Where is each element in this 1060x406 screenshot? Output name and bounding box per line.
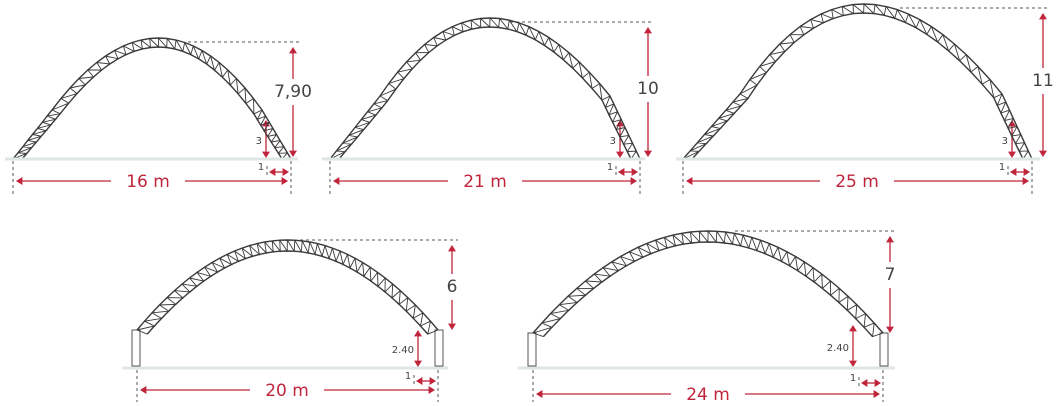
height-label: 6 xyxy=(447,277,458,297)
arch-diagram-24m: 24 m 7 2.40 1 xyxy=(518,230,896,406)
offset-label: 1 xyxy=(405,371,411,382)
arrowhead xyxy=(861,379,868,387)
span-label: 24 m xyxy=(686,385,730,402)
arrowhead xyxy=(448,323,456,330)
side-height-label: 3 xyxy=(1002,136,1008,147)
right-pillar xyxy=(879,332,889,367)
left-pillar xyxy=(131,329,141,367)
arrowhead xyxy=(886,236,894,243)
arrowhead xyxy=(1039,13,1047,20)
arrowhead xyxy=(448,245,456,252)
span-label: 25 m xyxy=(835,172,879,192)
arrowhead xyxy=(1039,150,1047,157)
arrowhead xyxy=(631,168,638,176)
side-height-label: 3 xyxy=(256,136,262,147)
offset-label: 1 xyxy=(999,162,1005,173)
side-height-label: 3 xyxy=(610,136,616,147)
side-height-label: 2.40 xyxy=(392,345,414,356)
offset-label: 1 xyxy=(607,162,613,173)
arch-diagram-20m: 20 m 6 2.40 1 xyxy=(122,239,458,404)
arch-diagram-21m: 21 m 10 3 1 xyxy=(322,17,659,195)
truss-outer-chord xyxy=(12,37,292,160)
truss-web xyxy=(532,230,884,338)
height-label: 11 xyxy=(1032,71,1054,91)
arrowhead xyxy=(289,150,297,157)
arch-diagram-25m: 25 m 11 3 1 xyxy=(676,3,1054,195)
truss-outer-chord xyxy=(329,17,641,160)
arrowhead xyxy=(269,168,276,176)
arrowhead xyxy=(886,326,894,333)
height-label: 10 xyxy=(637,79,659,99)
height-label: 7,90 xyxy=(274,82,312,102)
arrowhead xyxy=(289,47,297,54)
arrowhead xyxy=(644,27,652,34)
arrowhead xyxy=(1023,168,1030,176)
side-height-label: 2.40 xyxy=(827,343,849,354)
left-pillar xyxy=(527,332,537,367)
offset-label: 1 xyxy=(850,373,856,384)
arrowhead xyxy=(429,377,436,385)
arrowhead xyxy=(282,168,289,176)
truss-web xyxy=(12,37,291,160)
arrowhead xyxy=(644,150,652,157)
truss-inner-chord xyxy=(691,12,1024,160)
truss-web xyxy=(329,17,640,160)
right-pillar xyxy=(434,329,444,367)
span-label: 16 m xyxy=(126,172,170,192)
arrowhead xyxy=(618,168,625,176)
arrowhead xyxy=(874,379,881,387)
truss-inner-chord xyxy=(21,46,283,160)
arrowhead xyxy=(416,377,423,385)
arch-diagram-16m: 16 m 7,90 3 1 xyxy=(5,37,312,195)
span-label: 21 m xyxy=(463,172,507,192)
height-label: 7 xyxy=(885,265,896,285)
arrowhead xyxy=(1010,168,1017,176)
truss-inner-chord xyxy=(542,241,874,338)
truss-web xyxy=(136,239,439,335)
truss-inner-chord xyxy=(146,250,429,335)
offset-label: 1 xyxy=(258,162,264,173)
span-label: 20 m xyxy=(265,381,309,401)
